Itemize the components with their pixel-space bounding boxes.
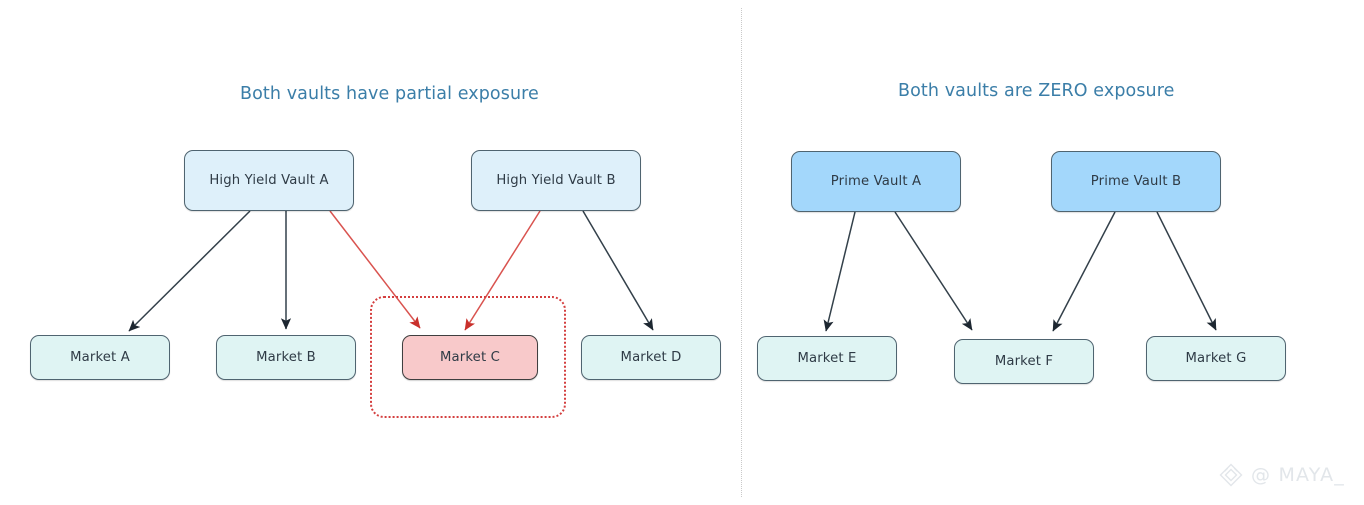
node-label: Prime Vault A — [830, 174, 922, 189]
node-label: High Yield Vault B — [496, 173, 616, 188]
node-label: Prime Vault B — [1090, 174, 1182, 189]
edge-prime-b-market-g — [1156, 211, 1217, 331]
node-high-yield-vault-b[interactable]: High Yield Vault B — [471, 150, 641, 211]
node-market-c[interactable]: Market C — [402, 335, 538, 380]
node-market-e[interactable]: Market E — [757, 336, 897, 381]
node-market-g[interactable]: Market G — [1146, 336, 1286, 381]
edge-vault-b-market-d — [582, 210, 654, 331]
panel-divider — [741, 8, 742, 497]
edge-prime-a-market-e — [823, 211, 856, 332]
edge-vault-a-market-a — [128, 210, 251, 332]
watermark-handle: @ MAYA_ — [1251, 463, 1345, 486]
edge-prime-b-market-f — [1052, 211, 1116, 332]
diamond-logo-icon — [1219, 463, 1243, 487]
node-market-b[interactable]: Market B — [216, 335, 356, 380]
node-prime-vault-b[interactable]: Prime Vault B — [1051, 151, 1221, 212]
node-label: Market E — [797, 351, 857, 366]
node-label: Market B — [256, 350, 316, 365]
edge-prime-a-market-f — [894, 211, 973, 331]
node-label: Market D — [620, 350, 682, 365]
node-market-f[interactable]: Market F — [954, 339, 1094, 384]
node-market-d[interactable]: Market D — [581, 335, 721, 380]
node-high-yield-vault-a[interactable]: High Yield Vault A — [184, 150, 354, 211]
watermark: @ MAYA_ — [1218, 462, 1345, 488]
node-market-a[interactable]: Market A — [30, 335, 170, 380]
panel-title-left: Both vaults have partial exposure — [240, 84, 539, 104]
node-label: Market G — [1185, 351, 1247, 366]
shared-exposure-highlight — [370, 296, 566, 418]
node-label: Market A — [70, 350, 130, 365]
node-label: High Yield Vault A — [209, 173, 329, 188]
node-prime-vault-a[interactable]: Prime Vault A — [791, 151, 961, 212]
node-label: Market F — [994, 354, 1054, 369]
node-label: Market C — [440, 350, 500, 365]
panel-title-right: Both vaults are ZERO exposure — [898, 81, 1175, 101]
